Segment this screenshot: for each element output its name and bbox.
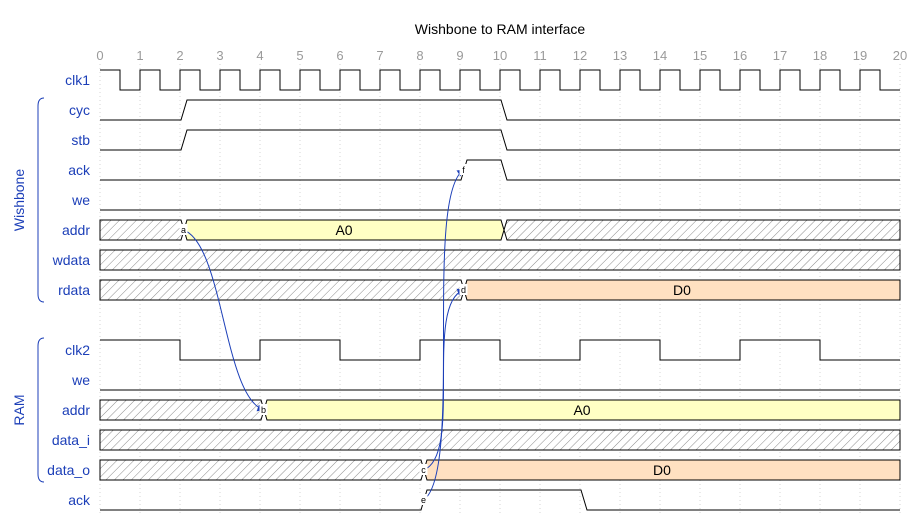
signal-label: rdata xyxy=(58,282,90,298)
bus-value-label: A0 xyxy=(573,402,590,418)
bus-undefined-segment xyxy=(99,219,185,241)
signal-label: cyc xyxy=(69,102,90,118)
group-bracket xyxy=(37,337,45,483)
signal-data_o: data_o D0 xyxy=(47,459,901,481)
dependency-arrow xyxy=(423,169,465,501)
logic-trace xyxy=(100,159,900,181)
signal-data_i: data_i xyxy=(52,429,901,451)
signal-label: data_i xyxy=(52,432,90,448)
signal-ack: ack xyxy=(68,159,900,181)
bus-undefined-segment xyxy=(99,249,901,271)
signal-label: ack xyxy=(68,162,91,178)
signal-label: we xyxy=(71,192,90,208)
signal-label: clk1 xyxy=(65,72,90,88)
tick-label: 6 xyxy=(336,48,343,63)
bus-undefined-segment xyxy=(99,459,425,481)
clock-trace xyxy=(100,69,900,91)
signal-label: stb xyxy=(71,132,90,148)
tick-label: 9 xyxy=(456,48,463,63)
tick-label: 0 xyxy=(96,48,103,63)
tick-label: 20 xyxy=(893,48,907,63)
tick-label: 12 xyxy=(573,48,587,63)
signal-clk2: clk2 xyxy=(65,339,900,361)
group-label: RAM xyxy=(11,394,27,425)
tick-label: 17 xyxy=(773,48,787,63)
signal-wdata: wdata xyxy=(52,249,901,271)
signal-rdata: rdata D0 xyxy=(58,279,901,301)
bus-undefined-segment xyxy=(99,429,901,451)
group-bracket xyxy=(37,97,45,303)
signal-label: data_o xyxy=(47,462,90,478)
logic-trace xyxy=(100,129,900,151)
diagram-title: Wishbone to RAM interface xyxy=(415,21,586,37)
logic-trace xyxy=(100,489,900,511)
bus-undefined-segment xyxy=(99,279,465,301)
node-label-c: c xyxy=(421,465,426,475)
signal-addr: addr A0 xyxy=(62,219,901,241)
signal-addr: addr A0 xyxy=(62,399,901,421)
node-background xyxy=(179,224,188,235)
tick-label: 11 xyxy=(533,48,547,63)
signal-label: wdata xyxy=(52,252,91,268)
node-markers: a b c d e f xyxy=(179,164,468,505)
node-background xyxy=(259,404,268,415)
signal-cyc: cyc xyxy=(69,99,900,121)
tick-label: 13 xyxy=(613,48,627,63)
tick-label: 4 xyxy=(256,48,263,63)
signal-ack: ack xyxy=(68,489,900,511)
tick-label: 14 xyxy=(653,48,667,63)
dependency-arrows xyxy=(183,169,465,501)
tick-label: 8 xyxy=(416,48,423,63)
node-background xyxy=(419,464,428,475)
bus-value-label: A0 xyxy=(335,222,352,238)
node-background xyxy=(459,284,468,295)
signal-label: ack xyxy=(68,492,91,508)
clock-trace xyxy=(100,339,900,361)
bus-undefined-segment xyxy=(99,399,265,421)
signal-label: we xyxy=(71,372,90,388)
node-label-d: d xyxy=(461,285,466,295)
tick-label: 7 xyxy=(376,48,383,63)
group-label: Wishbone xyxy=(11,169,27,231)
node-label-e: e xyxy=(421,495,426,505)
signal-label: addr xyxy=(62,402,90,418)
logic-trace xyxy=(100,99,900,121)
signal-we: we xyxy=(71,372,900,391)
node-label-f: f xyxy=(462,165,465,175)
tick-label: 19 xyxy=(853,48,867,63)
tick-label: 1 xyxy=(136,48,143,63)
signal-label: addr xyxy=(62,222,90,238)
bus-value-label: D0 xyxy=(673,282,691,298)
tick-label: 3 xyxy=(216,48,223,63)
tick-label: 10 xyxy=(493,48,507,63)
bus-undefined-segment xyxy=(503,219,901,241)
node-background xyxy=(459,164,468,175)
tick-label: 15 xyxy=(693,48,707,63)
node-label-b: b xyxy=(261,405,266,415)
bus-value-label: D0 xyxy=(653,462,671,478)
signal-clk1: clk1 xyxy=(65,69,900,91)
tick-label: 5 xyxy=(296,48,303,63)
signal-we: we xyxy=(71,192,900,211)
tick-label: 16 xyxy=(733,48,747,63)
node-background xyxy=(419,494,428,505)
signal-label: clk2 xyxy=(65,342,90,358)
dependency-arrow xyxy=(183,229,265,412)
node-label-a: a xyxy=(181,225,186,235)
signal-stb: stb xyxy=(71,129,900,151)
tick-label: 18 xyxy=(813,48,827,63)
tick-label: 2 xyxy=(176,48,183,63)
